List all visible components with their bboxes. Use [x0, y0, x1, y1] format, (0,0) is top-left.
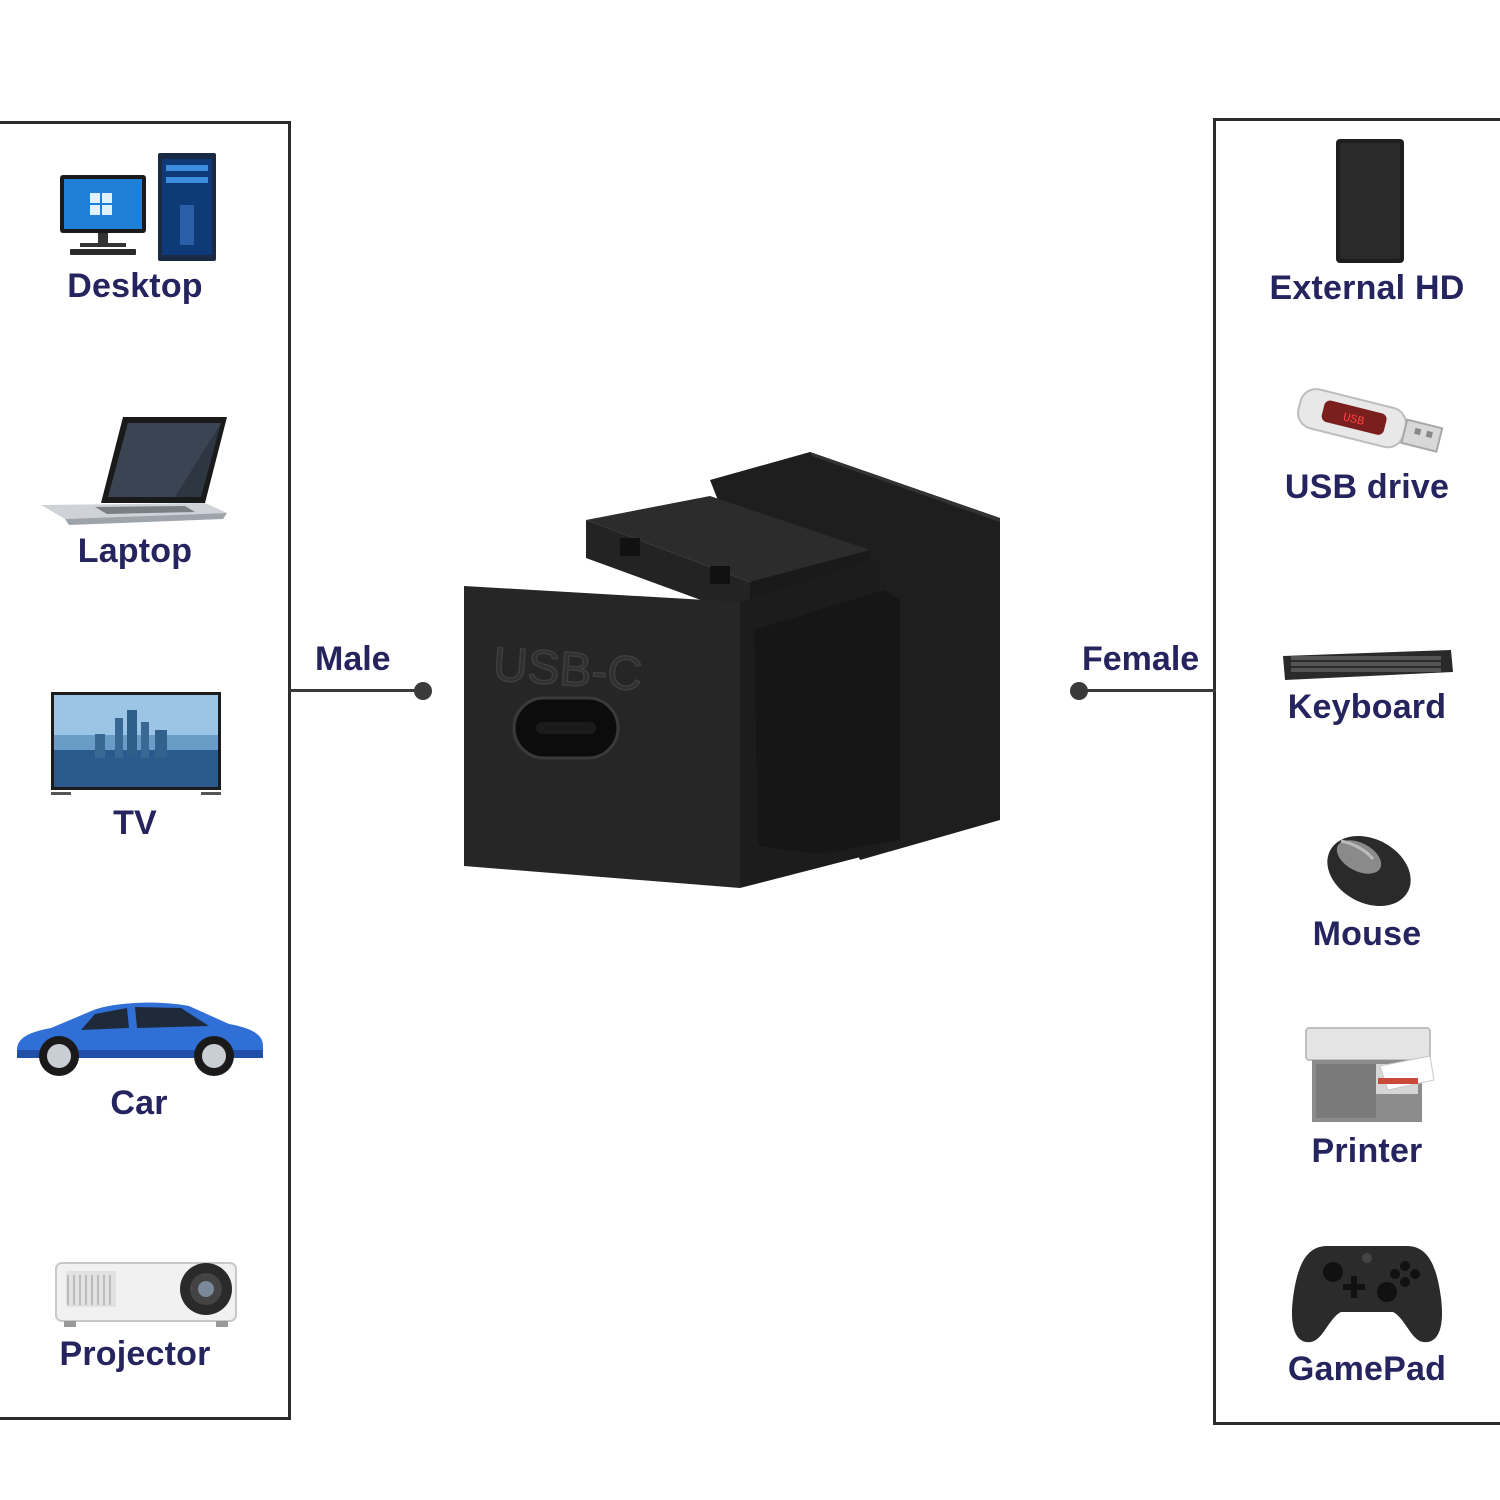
device-label: USB drive: [1284, 468, 1450, 506]
desktop-computer-icon: [60, 153, 216, 261]
svg-text:USB: USB: [1341, 410, 1365, 429]
male-devices-frame: [0, 121, 291, 1420]
device-desktop: Desktop: [0, 145, 270, 306]
gamepad-icon: [1291, 1246, 1443, 1343]
male-connector-dot: [414, 682, 432, 700]
device-keyboard: Keyboard: [1232, 640, 1500, 727]
keyboard-icon: [1283, 650, 1453, 680]
device-car: Car: [4, 990, 274, 1123]
adapter-port-text: USB-C: [491, 638, 644, 701]
device-mouse: Mouse: [1232, 825, 1500, 954]
device-label: TV: [113, 804, 157, 842]
usb-drive-icon: USB: [1297, 388, 1444, 453]
external-hard-drive-icon: [1336, 139, 1404, 263]
device-label: Laptop: [77, 532, 193, 570]
device-label: Keyboard: [1287, 688, 1447, 726]
tv-icon: [51, 692, 221, 795]
female-devices-frame: [1213, 118, 1500, 1425]
device-external-hd: External HD: [1232, 135, 1500, 308]
device-label: Projector: [59, 1335, 211, 1373]
device-label: GamePad: [1287, 1350, 1447, 1388]
device-label: External HD: [1269, 269, 1465, 307]
mouse-icon: [1327, 835, 1411, 907]
device-label: Car: [110, 1084, 168, 1122]
device-usb-drive: USB USB drive: [1232, 382, 1500, 507]
printer-icon: [1305, 1027, 1435, 1122]
device-laptop: Laptop: [0, 415, 270, 571]
device-tv: TV: [0, 690, 270, 843]
usb-c-keystone-coupler-icon: USB-C: [464, 452, 1000, 888]
female-connector-line: [1078, 689, 1216, 692]
device-projector: Projector: [0, 1255, 270, 1374]
male-connector-line: [289, 689, 425, 692]
device-printer: Printer: [1232, 1020, 1500, 1171]
car-icon: [17, 1002, 263, 1076]
female-connector-dot: [1070, 682, 1088, 700]
device-label: Desktop: [67, 267, 203, 305]
device-label: Mouse: [1312, 915, 1422, 953]
device-label: Printer: [1311, 1132, 1423, 1170]
male-label: Male: [315, 640, 391, 678]
projector-icon: [55, 1262, 237, 1327]
laptop-icon: [41, 417, 227, 525]
device-gamepad: GamePad: [1232, 1238, 1500, 1389]
female-label: Female: [1082, 640, 1200, 678]
